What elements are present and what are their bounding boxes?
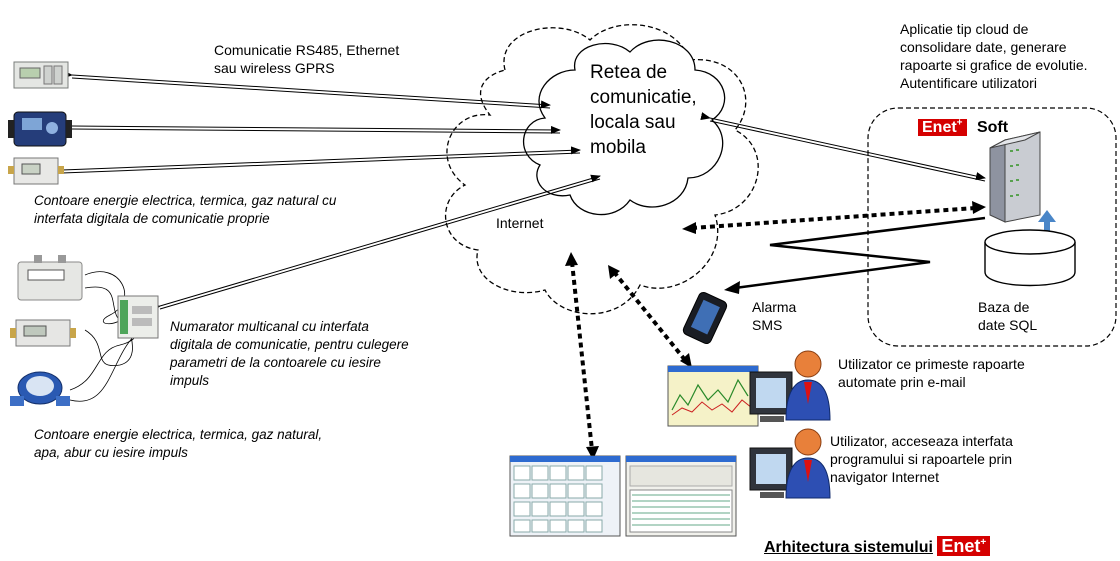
cloud-label-line-4: mobila	[590, 137, 646, 158]
meters-pulse-label: Contoare energie electrica, termica, gaz…	[34, 426, 322, 462]
user2-line-1: Utilizator, acceseaza interfata	[830, 433, 1013, 449]
user2-line-2: programului si rapoartele prin	[830, 451, 1013, 467]
meters-digital-line-2: interfata digitala de comunicatie propri…	[34, 211, 270, 226]
internet-label: Internet	[496, 215, 544, 231]
enet-soft-boundary	[867, 107, 1117, 347]
cloud-label-line-1: Retea de	[590, 62, 668, 83]
counter-label: Numarator multicanal cu interfata digita…	[170, 318, 409, 390]
sms-label: Alarma SMS	[752, 298, 796, 334]
db-line-1: Baza de	[978, 299, 1030, 315]
enet-soft-logo: Enet+ Soft	[918, 114, 1008, 138]
meters-pulse-line-2: apa, abur cu iesire impuls	[34, 445, 188, 460]
water-meter-icon	[10, 371, 70, 406]
enet-text: Enet	[941, 536, 981, 556]
app-screenshot-icon	[509, 455, 621, 537]
dotted-arrowheads	[565, 201, 986, 460]
cloud-label-line-3: locala sau	[590, 112, 676, 133]
counter-line-2: digitala de comunicatie, pentru culegere	[170, 337, 409, 352]
internet-links	[570, 206, 976, 451]
user2-line-3: navigator Internet	[830, 469, 939, 485]
meters-pulse-line-1: Contoare energie electrica, termica, gaz…	[34, 427, 323, 442]
database-icon	[984, 229, 1076, 287]
monitor-icon	[749, 371, 793, 422]
enet-badge: Enet+	[937, 536, 991, 556]
db-line-2: date SQL	[978, 317, 1038, 333]
cloud-app-line-1: Aplicatie tip cloud de	[900, 21, 1029, 37]
user-icon	[785, 350, 831, 421]
meters-digital-label: Contoare energie electrica, termica, gaz…	[34, 192, 336, 228]
app-screenshot-icon	[625, 455, 737, 537]
cloud-app-line-4: Autentificare utilizatori	[900, 75, 1037, 91]
cloud-app-label: Aplicatie tip cloud de consolidare date,…	[900, 20, 1088, 92]
cloud-label-line-2: comunicatie,	[590, 87, 697, 108]
meter-blue-icon	[8, 111, 72, 147]
meter-small-icon	[8, 157, 64, 185]
user2-label: Utilizator, acceseaza interfata programu…	[830, 432, 1013, 486]
phone-icon	[682, 291, 728, 345]
chart-screenshot-icon	[667, 365, 759, 427]
user1-line-1: Utilizator ce primeste rapoarte	[838, 356, 1025, 372]
comm-label-line-2: sau wireless GPRS	[214, 60, 335, 76]
enet-text: Enet	[922, 119, 957, 137]
server-icon	[989, 131, 1041, 223]
comm-label: Comunicatie RS485, Ethernet sau wireless…	[214, 41, 399, 77]
user1-label: Utilizator ce primeste rapoarte automate…	[838, 355, 1025, 391]
counter-line-1: Numarator multicanal cu interfata	[170, 319, 369, 334]
pulse-counter-icon	[117, 295, 159, 339]
meter-small-icon	[10, 319, 76, 347]
comm-links	[52, 70, 986, 313]
meter-din-icon	[13, 61, 69, 89]
comm-label-line-1: Comunicatie RS485, Ethernet	[214, 42, 400, 58]
sms-line-1: Alarma	[752, 299, 797, 315]
cloud-app-line-3: rapoarte si grafice de evolutie.	[900, 57, 1088, 73]
cloud-app-line-2: consolidare date, generare	[900, 39, 1067, 55]
sms-lightning-link	[734, 216, 986, 290]
title-text: Arhitectura sistemului	[764, 539, 933, 556]
meters-digital-line-1: Contoare energie electrica, termica, gaz…	[34, 193, 337, 208]
gas-meter-icon	[17, 255, 83, 301]
user1-line-2: automate prin e-mail	[838, 374, 966, 390]
enet-plus: +	[980, 537, 987, 548]
db-label: Baza de date SQL	[978, 298, 1037, 334]
enet-plus: +	[956, 118, 963, 129]
monitor-icon	[749, 447, 793, 498]
diagram-title: Arhitectura sistemului Enet+	[764, 532, 991, 559]
counter-line-3: parametri de la contoarele cu iesire	[170, 355, 381, 370]
counter-line-4: impuls	[170, 373, 210, 388]
sms-line-2: SMS	[752, 317, 783, 333]
user-icon	[785, 428, 831, 499]
cloud-label: Retea de comunicatie, locala sau mobila	[590, 60, 697, 160]
enet-badge: Enet+	[918, 118, 967, 137]
soft-text: Soft	[976, 119, 1009, 137]
